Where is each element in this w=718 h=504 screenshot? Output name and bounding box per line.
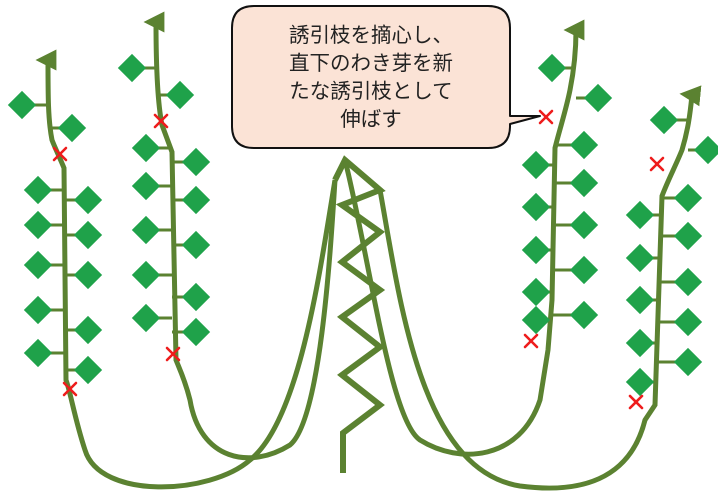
diamond-leaf-icon bbox=[673, 347, 703, 377]
branch-right-outer bbox=[377, 85, 718, 491]
x-mark-icon bbox=[62, 381, 78, 397]
diamond-leaf-icon bbox=[131, 215, 161, 245]
diamond-leaf-icon bbox=[181, 147, 211, 177]
diamond-leaf-icon bbox=[181, 282, 211, 312]
pinch-marks bbox=[52, 109, 665, 410]
leaf-group bbox=[7, 90, 87, 143]
leaf-group bbox=[625, 183, 703, 397]
diamond-leaf-icon bbox=[673, 267, 703, 297]
diamond-leaf-icon bbox=[23, 338, 53, 368]
diamond-leaf-icon bbox=[693, 135, 718, 165]
diamond-leaf-icon bbox=[673, 307, 703, 337]
leaf-group bbox=[537, 53, 613, 113]
diamond-leaf-icon bbox=[649, 105, 679, 135]
stem-right-outer bbox=[377, 85, 702, 491]
diamond-leaf-icon bbox=[673, 183, 703, 213]
diamond-leaf-icon bbox=[521, 277, 551, 307]
callout-line: 直下のわき芽を新 bbox=[289, 51, 453, 75]
diamond-leaf-icon bbox=[131, 303, 161, 333]
diamond-leaf-icon bbox=[73, 260, 103, 290]
x-mark-icon bbox=[523, 333, 539, 349]
diamond-leaf-icon bbox=[569, 168, 599, 198]
diamond-leaf-icon bbox=[7, 90, 37, 120]
diamond-leaf-icon bbox=[23, 250, 53, 280]
diamond-leaf-icon bbox=[521, 150, 551, 180]
x-mark-icon bbox=[649, 156, 665, 172]
x-mark-icon bbox=[538, 109, 554, 125]
diamond-leaf-icon bbox=[625, 243, 655, 273]
diamond-leaf-icon bbox=[673, 221, 703, 251]
diamond-leaf-icon bbox=[181, 185, 211, 215]
x-mark-icon bbox=[52, 146, 68, 162]
diamond-leaf-icon bbox=[73, 220, 103, 250]
callout-line: 誘引枝を摘心し、 bbox=[289, 23, 453, 47]
x-mark-icon bbox=[165, 346, 181, 362]
diamond-leaf-icon bbox=[73, 185, 103, 215]
diamond-leaf-icon bbox=[23, 175, 53, 205]
x-mark-icon bbox=[153, 113, 169, 129]
diamond-leaf-icon bbox=[625, 367, 655, 397]
diamond-leaf-icon bbox=[625, 200, 655, 230]
diamond-leaf-icon bbox=[23, 210, 53, 240]
diamond-leaf-icon bbox=[131, 171, 161, 201]
diamond-leaf-icon bbox=[569, 210, 599, 240]
callout-bubble bbox=[231, 5, 541, 149]
diamond-leaf-icon bbox=[521, 305, 551, 335]
diamond-leaf-icon bbox=[569, 300, 599, 330]
diamond-leaf-icon bbox=[23, 295, 53, 325]
branch-right-inner bbox=[342, 19, 613, 457]
stem-left-inner bbox=[143, 11, 338, 461]
stem-left-outer bbox=[35, 49, 338, 490]
diamond-leaf-icon bbox=[181, 317, 211, 347]
diamond-leaf-icon bbox=[73, 315, 103, 345]
diamond-leaf-icon bbox=[537, 53, 567, 83]
diamond-leaf-icon bbox=[521, 192, 551, 222]
x-mark-icon bbox=[628, 394, 644, 410]
diamond-leaf-icon bbox=[569, 255, 599, 285]
diamond-leaf-icon bbox=[625, 285, 655, 315]
stem-right-inner bbox=[342, 19, 585, 457]
leaf-group bbox=[649, 105, 718, 165]
callout-line: 伸ばす bbox=[340, 107, 402, 131]
diamond-leaf-icon bbox=[583, 83, 613, 113]
diamond-leaf-icon bbox=[165, 80, 195, 110]
diamond-leaf-icon bbox=[131, 133, 161, 163]
diamond-leaf-icon bbox=[521, 235, 551, 265]
diamond-leaf-icon bbox=[57, 113, 87, 143]
diamond-leaf-icon bbox=[569, 130, 599, 160]
callout-text: 誘引枝を摘心し、 直下のわき芽を新 たな誘引枝として 伸ばす bbox=[232, 6, 510, 148]
diamond-leaf-icon bbox=[625, 328, 655, 358]
leaf-group bbox=[521, 130, 599, 335]
callout-line: たな誘引枝として bbox=[289, 79, 453, 103]
diamond-leaf-icon bbox=[131, 260, 161, 290]
diamond-leaf-icon bbox=[73, 355, 103, 385]
diamond-leaf-icon bbox=[181, 230, 211, 260]
diamond-leaf-icon bbox=[117, 53, 147, 83]
